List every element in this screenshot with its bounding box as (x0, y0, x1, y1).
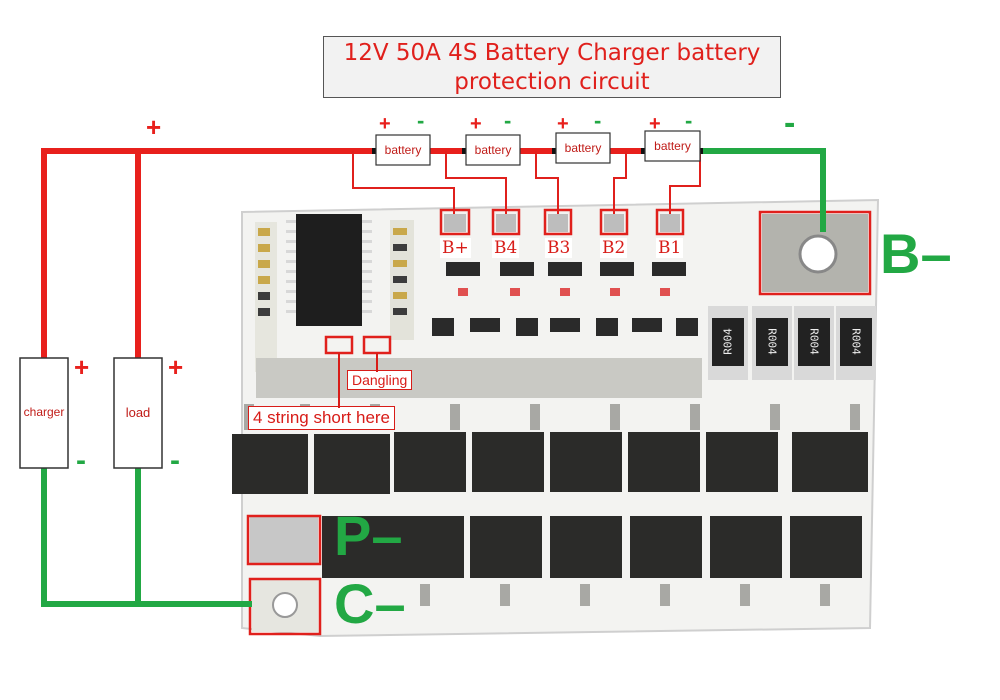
resistor-marking-2: R004 (765, 328, 779, 355)
battery-negative-wire (700, 148, 826, 232)
resistor-marking-3: R004 (807, 328, 821, 355)
title-line-2: protection circuit (454, 69, 650, 95)
bms-ic-chip (296, 214, 362, 326)
shunt-resistors (708, 306, 876, 380)
charger-box (19, 357, 69, 469)
battery-cell-3 (555, 132, 611, 164)
cell-3-minus: - (594, 108, 602, 133)
pad-label-bplus: B+ (440, 238, 471, 258)
title-line-1: 12V 50A 4S Battery Charger battery (343, 40, 761, 66)
charger-plus: + (74, 352, 90, 382)
cell-4-plus: + (649, 113, 661, 135)
resistor-marking-1: R004 (721, 328, 735, 355)
positive-rail-plus: + (146, 112, 162, 142)
battery-label-4: battery (654, 139, 691, 153)
pad-label-b2: B2 (600, 238, 628, 258)
highlight-boxes (246, 208, 872, 636)
pminus-pad-box (246, 514, 322, 566)
charger-negative-wire (41, 468, 252, 607)
cell-4-minus: - (685, 108, 693, 133)
pad-label-b3: B3 (545, 238, 573, 258)
cell-1-plus: + (379, 113, 391, 135)
pcb-board (232, 198, 880, 638)
charger-label: charger (23, 405, 65, 419)
cell-3-plus: + (557, 113, 569, 135)
dangling-annotation: Dangling (347, 370, 413, 390)
cell-1-minus: - (417, 108, 425, 133)
negative-wires (41, 148, 826, 607)
negative-rail-minus: - (784, 104, 796, 142)
resistor-marking-4: R004 (849, 328, 863, 355)
battery-cell-1 (375, 134, 431, 166)
battery-cell-2 (465, 134, 521, 166)
bminus-label: B– (880, 222, 952, 285)
charger-minus: - (76, 444, 86, 477)
battery-cells (375, 130, 701, 166)
mosfet-array (232, 432, 868, 578)
pad-label-b4: B4 (492, 238, 520, 258)
battery-cell-4 (644, 130, 701, 162)
battery-label-3: battery (564, 141, 602, 155)
positive-wires (41, 148, 645, 360)
charger-positive-wire (41, 148, 376, 360)
bminus-pad-box (758, 210, 872, 296)
battery-label-2: battery (474, 143, 512, 157)
cminus-label: C– (334, 572, 406, 635)
load-minus: - (170, 444, 180, 477)
cell-2-plus: + (470, 113, 482, 135)
battery-label-1: battery (384, 143, 422, 157)
pminus-label: P– (334, 504, 403, 567)
load-box (113, 357, 163, 469)
load-plus: + (168, 352, 184, 382)
short-annotation: 4 string short here (248, 406, 396, 430)
balance-tap-wires (352, 151, 701, 214)
cell-2-minus: - (504, 108, 512, 133)
pad-label-b1: B1 (656, 238, 684, 258)
load-label: load (125, 405, 151, 420)
title-box: 12V 50A 4S Battery Charger battery prote… (323, 36, 781, 98)
